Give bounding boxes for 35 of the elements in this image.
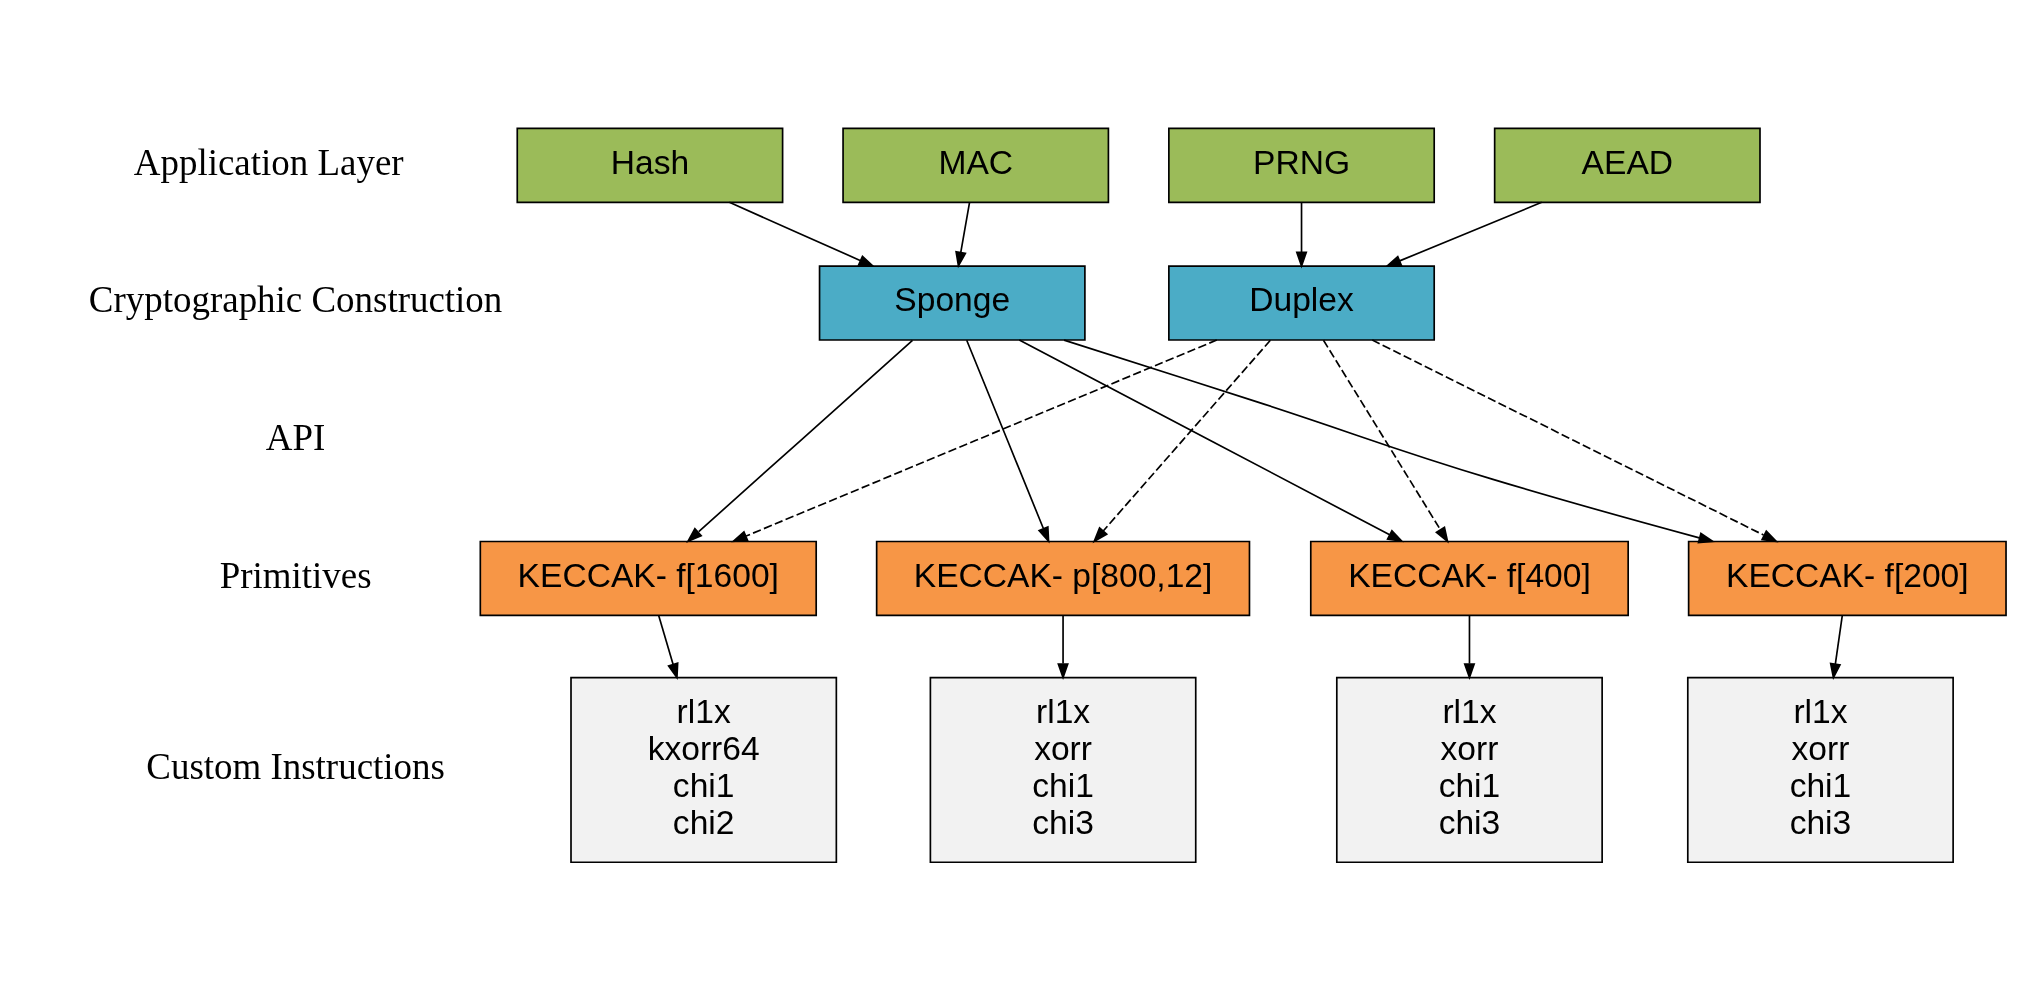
node-box: KECCAK- f[1600] [479, 540, 818, 617]
label: Primitives [219, 554, 372, 596]
label: Custom Instructions [146, 746, 445, 788]
arrow [1057, 614, 1069, 681]
arrow [731, 339, 1218, 543]
arrow [1018, 339, 1404, 543]
arrow [1371, 339, 1779, 543]
node-box: rl1x kxorr64 chi1 chi2 [570, 676, 838, 864]
label: Application Layer [133, 141, 404, 183]
arrow [728, 201, 876, 268]
arrow [1063, 339, 1716, 544]
arrow [686, 339, 914, 543]
arrow [965, 339, 1050, 544]
arrow [1384, 201, 1543, 268]
node-box: rl1x xorr chi1 chi3 [929, 676, 1197, 864]
arrow [1322, 339, 1449, 544]
node-box: KECCAK- p[800,12] [875, 540, 1251, 617]
node-box: rl1x xorr chi1 chi3 [1335, 676, 1603, 864]
arrow [1092, 339, 1272, 544]
node-box: MAC [842, 127, 1110, 204]
label: API [265, 417, 326, 459]
node-box: AEAD [1493, 127, 1761, 204]
node-box: rl1x xorr chi1 chi3 [1686, 676, 1954, 864]
node-box: KECCAK- f[400] [1309, 540, 1629, 617]
node-box: PRNG [1168, 127, 1436, 204]
node-box: Duplex [1168, 265, 1436, 341]
node-box: Hash [516, 127, 784, 204]
node-box: KECCAK- f[200] [1687, 540, 2007, 617]
arrow [1295, 201, 1308, 269]
node-box: Sponge [818, 265, 1086, 341]
arrow [1463, 614, 1476, 681]
arrow [955, 201, 971, 269]
label: Cryptographic Construction [88, 279, 503, 321]
arrow [657, 614, 679, 680]
arrow [1829, 614, 1844, 680]
